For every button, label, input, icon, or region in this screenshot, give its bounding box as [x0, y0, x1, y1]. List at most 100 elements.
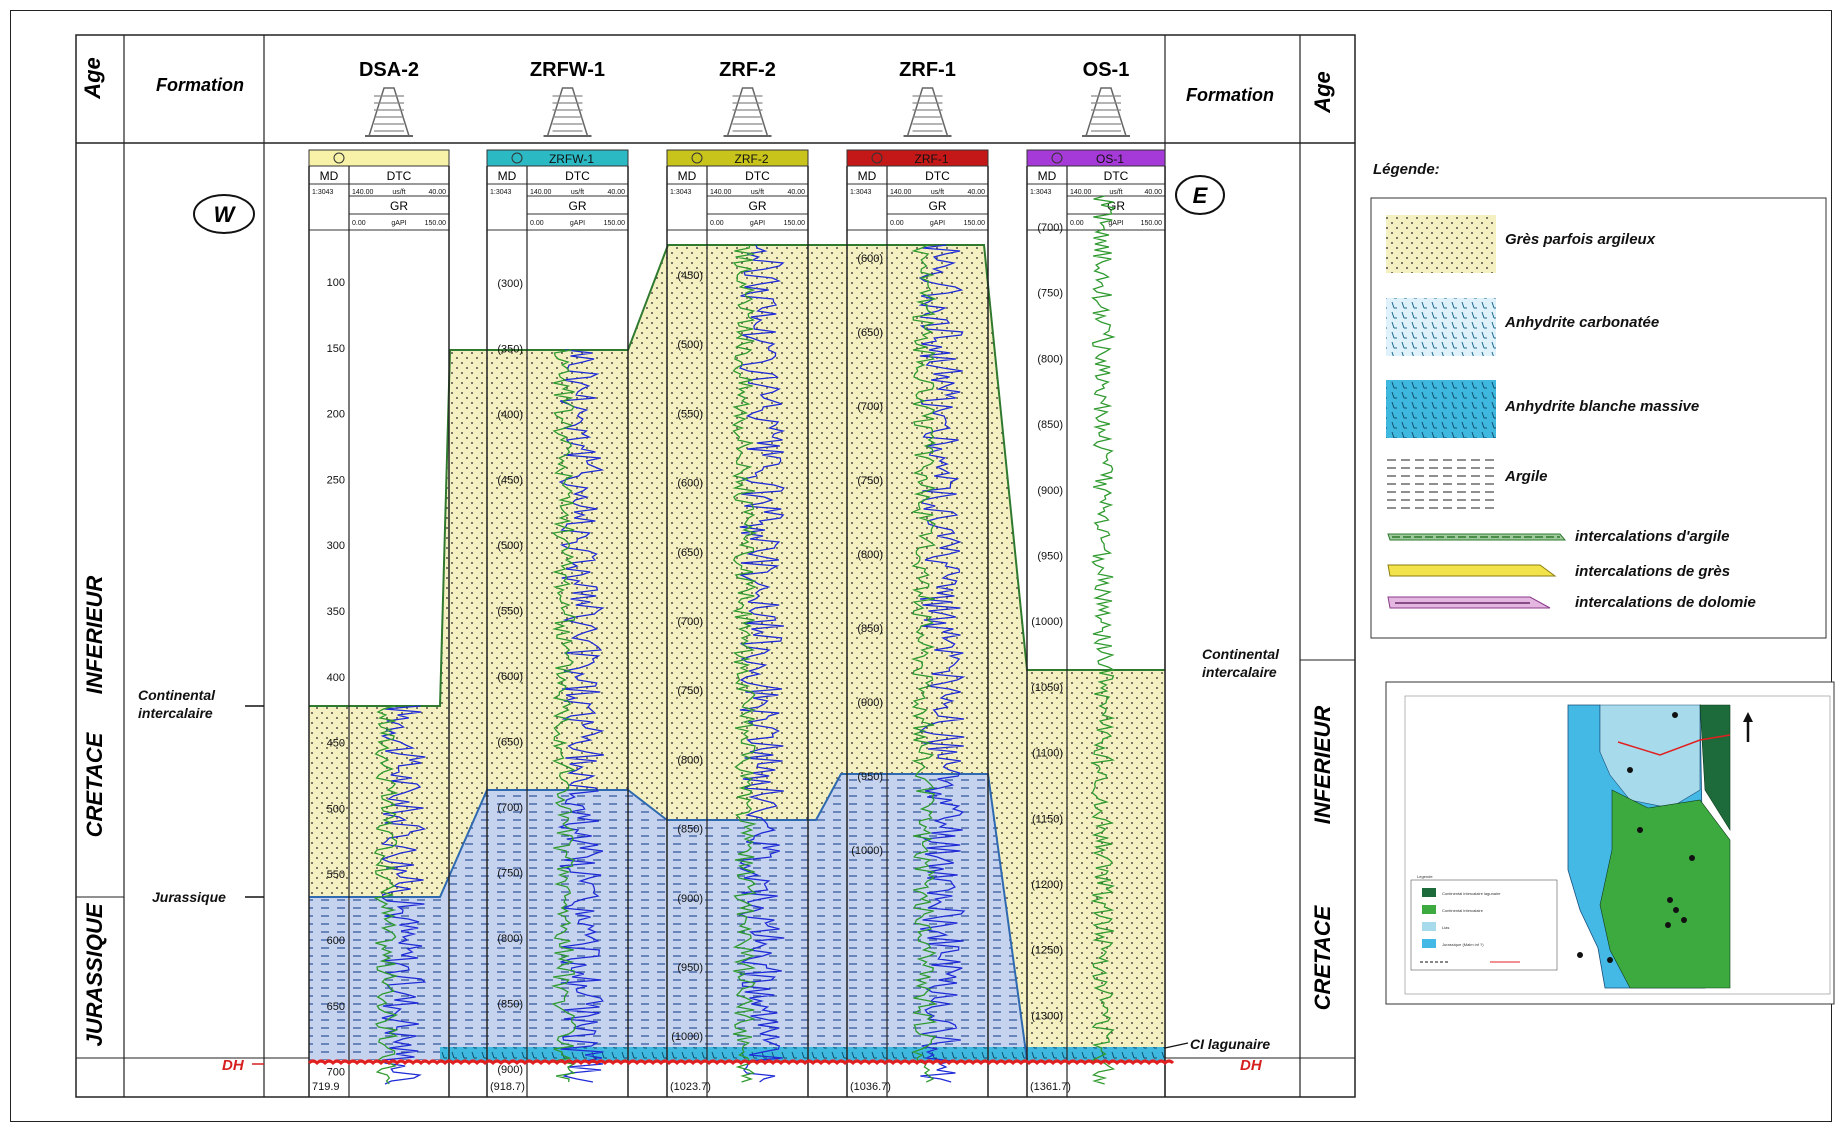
dtc-curve: [557, 349, 605, 1083]
map-legend-ci: Continental intercalaire: [1442, 908, 1484, 913]
md-header: MD: [678, 169, 697, 183]
well-tag-label-5: OS-1: [1096, 152, 1124, 166]
svg-text:us/ft: us/ft: [751, 189, 764, 196]
svg-text:1:3043: 1:3043: [670, 189, 692, 196]
age-jurassique-left: JURASSIQUE: [82, 902, 107, 1046]
depth-tick: 100: [327, 277, 345, 289]
legend-label-argile: Argile: [1504, 468, 1548, 485]
svg-text:1:3043: 1:3043: [1030, 189, 1052, 196]
svg-text:140.00: 140.00: [530, 189, 552, 196]
depth-tick: (700): [1037, 222, 1063, 234]
gr-header: GR: [390, 199, 408, 213]
right-dh-label: DH: [1240, 1057, 1263, 1074]
total-depth: (918.7): [490, 1081, 525, 1093]
east-label: E: [1193, 183, 1209, 208]
depth-tick: (1250): [1031, 945, 1063, 957]
depth-tick: (800): [857, 549, 883, 561]
gr-curve: [373, 705, 399, 1085]
map-legend-jurassique: Jurassique (Malm inf ?): [1442, 942, 1484, 947]
svg-text:140.00: 140.00: [1070, 189, 1092, 196]
gr-curve: [550, 349, 577, 1083]
derrick-icon: [903, 87, 952, 137]
depth-tick: (650): [497, 737, 523, 749]
formation-left-header: Formation: [156, 75, 244, 95]
formation-right-header: Formation: [1186, 85, 1274, 105]
depth-tick: (700): [497, 802, 523, 814]
dtc-curve: [918, 244, 966, 1083]
depth-tick: 350: [327, 606, 345, 618]
depth-tick: (850): [497, 999, 523, 1011]
svg-text:150.00: 150.00: [425, 220, 447, 227]
svg-text:40.00: 40.00: [428, 189, 446, 196]
age-inferieur-right: INFERIEUR: [1310, 706, 1335, 825]
depth-tick: 600: [327, 935, 345, 947]
depth-tick: (450): [497, 475, 523, 487]
left-continental-label-1: Continental: [138, 687, 216, 703]
dtc-header: DTC: [387, 169, 412, 183]
depth-tick: (900): [1037, 485, 1063, 497]
legend-swatch-anhydrite-massive: [1386, 380, 1496, 438]
depth-tick: (550): [497, 606, 523, 618]
svg-text:us/ft: us/ft: [571, 189, 584, 196]
depth-tick: (750): [677, 685, 703, 697]
md-header: MD: [498, 169, 517, 183]
legend-swatch-gres: [1386, 215, 1496, 273]
age-cretace-right: CRETACE: [1310, 904, 1335, 1010]
svg-text:gAPI: gAPI: [930, 220, 945, 227]
depth-tick: (850): [857, 623, 883, 635]
west-label: W: [214, 202, 237, 227]
legend-swatch-argile: [1386, 455, 1496, 510]
gr-header: GR: [929, 199, 947, 213]
map-legend-title: Legende: [1417, 874, 1433, 879]
svg-text:150.00: 150.00: [1141, 220, 1163, 227]
depth-tick: (600): [677, 478, 703, 490]
depth-tick: (900): [677, 893, 703, 905]
well-name-4: ZRF-1: [899, 59, 956, 81]
svg-text:140.00: 140.00: [890, 189, 912, 196]
depth-tick: (1200): [1031, 879, 1063, 891]
svg-text:gAPI: gAPI: [570, 220, 585, 227]
dtc-curve: [738, 244, 786, 1083]
depth-tick: 250: [327, 474, 345, 486]
depth-tick: (950): [857, 771, 883, 783]
location-map: Legende Continental intercalaire lagunai…: [1385, 681, 1835, 1005]
depth-tick: (1300): [1031, 1010, 1063, 1022]
map-ci-zone: [1599, 789, 1731, 989]
svg-text:gAPI: gAPI: [391, 220, 406, 227]
age-left-header: Age: [80, 57, 105, 100]
svg-text:0.00: 0.00: [890, 220, 904, 227]
depth-tick: (400): [497, 409, 523, 421]
svg-text:140.00: 140.00: [710, 189, 732, 196]
svg-text:150.00: 150.00: [784, 220, 806, 227]
well-name-5: OS-1: [1083, 59, 1130, 81]
depth-tick: 700: [327, 1067, 345, 1079]
svg-text:us/ft: us/ft: [931, 189, 944, 196]
svg-text:0.00: 0.00: [1070, 220, 1084, 227]
svg-text:40.00: 40.00: [1144, 189, 1162, 196]
svg-text:gAPI: gAPI: [1108, 220, 1123, 227]
depth-tick: (1000): [1031, 616, 1063, 628]
depth-tick: (350): [497, 344, 523, 356]
right-continental-label-1: Continental: [1202, 646, 1280, 662]
depth-tick: 400: [327, 672, 345, 684]
depth-tick: (1150): [1032, 813, 1063, 825]
gr-header: GR: [569, 199, 587, 213]
total-depth: (1036.7): [850, 1081, 891, 1093]
right-continental-label-2: intercalaire: [1202, 664, 1277, 680]
depth-tick: (450): [677, 270, 703, 282]
gr-header: GR: [749, 199, 767, 213]
depth-tick: 650: [327, 1001, 345, 1013]
depth-tick: (900): [497, 1064, 523, 1076]
svg-text:40.00: 40.00: [607, 189, 625, 196]
legend-label-interc-argile: intercalations d'argile: [1575, 528, 1729, 545]
dtc-curve: [380, 705, 427, 1085]
depth-tick: (700): [677, 616, 703, 628]
depth-tick: (800): [677, 754, 703, 766]
legend-label-gres: Grès parfois argileux: [1505, 231, 1656, 248]
depth-tick: (950): [1037, 551, 1063, 563]
total-depth: (1361.7): [1030, 1081, 1071, 1093]
svg-text:us/ft: us/ft: [1109, 189, 1122, 196]
svg-text:140.00: 140.00: [352, 189, 374, 196]
